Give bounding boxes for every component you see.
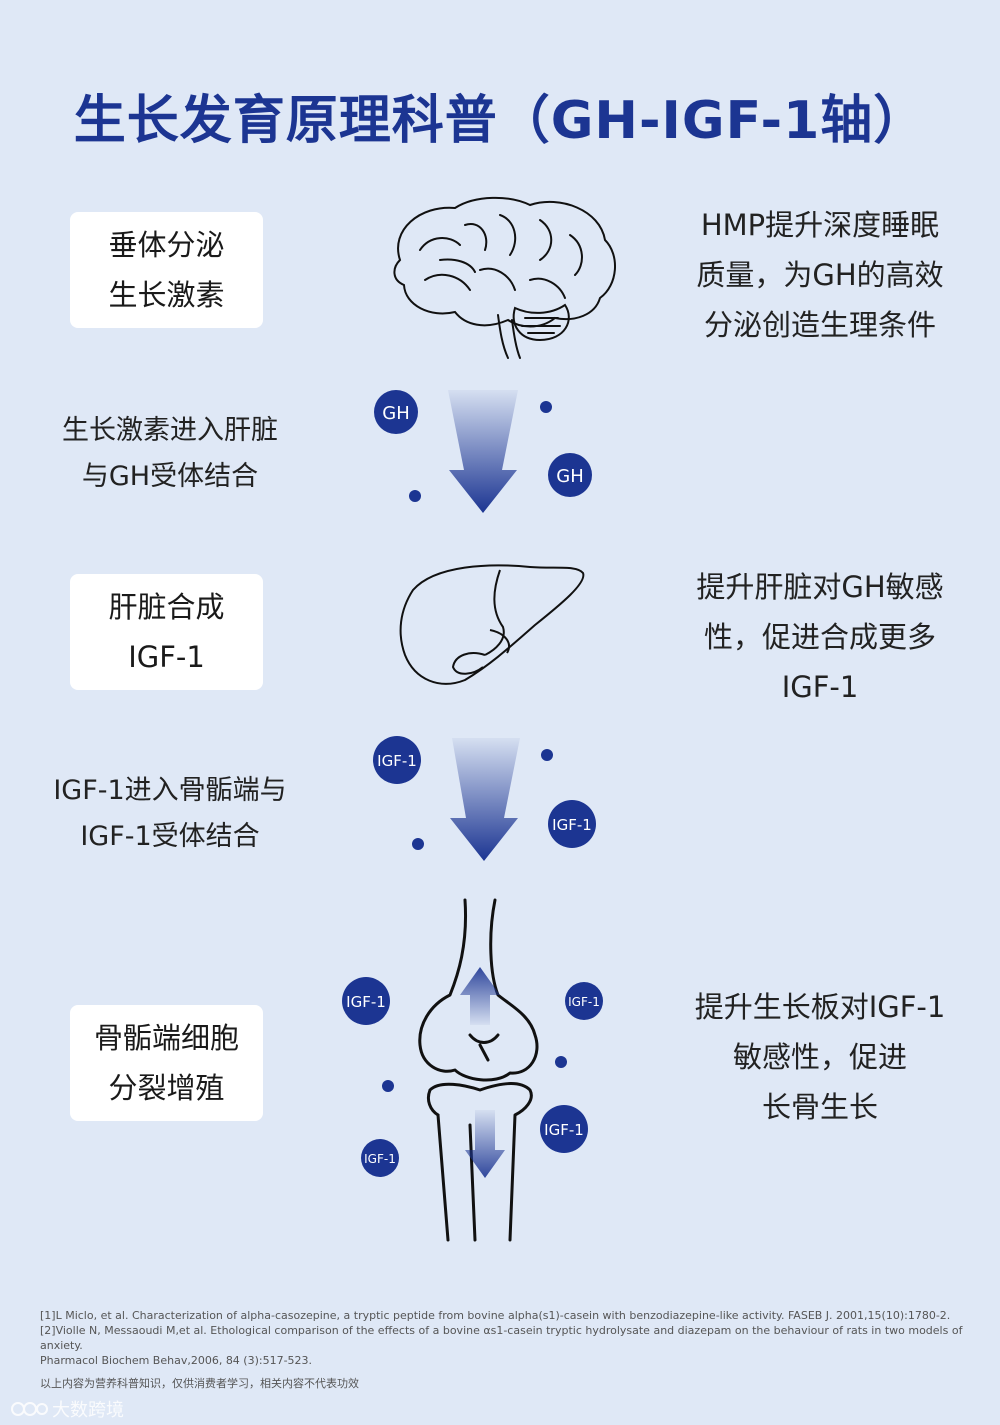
- effect-line: IGF-1: [781, 670, 859, 704]
- card-line: IGF-1: [128, 640, 205, 674]
- liver-icon: [399, 564, 585, 685]
- molecule-label: IGF-1: [544, 1121, 584, 1139]
- knee-bone-graphic: IGF-1 IGF-1 IGF-1 IGF-1: [342, 898, 603, 1242]
- card-line: 分裂增殖: [108, 1071, 225, 1105]
- down-arrow-icon: [450, 738, 520, 861]
- disclaimer: 以上内容为营养科普知识，仅供消费者学习，相关内容不代表功效: [40, 1377, 359, 1390]
- card-pituitary: 垂体分泌 生长激素: [70, 212, 263, 328]
- effect-line: 性，促进合成更多: [703, 620, 936, 654]
- brain-icon: [393, 196, 617, 359]
- gh-transport-graphic: GH GH: [374, 390, 592, 513]
- side-line: IGF-1受体结合: [80, 821, 260, 852]
- card-epiphysis: 骨骺端细胞 分裂增殖: [70, 1005, 263, 1121]
- igf-transport-graphic: IGF-1 IGF-1: [373, 736, 596, 861]
- molecule-label: IGF-1: [552, 816, 592, 834]
- effect-text-epiphysis: 提升生长板对IGF-1 敏感性，促进 长骨生长: [665, 982, 975, 1132]
- down-arrow-icon: [465, 1110, 505, 1178]
- effect-line: HMP提升深度睡眠: [700, 208, 940, 242]
- effect-line: 长骨生长: [761, 1090, 878, 1124]
- references: [1]L Miclo, et al. Characterization of a…: [40, 1308, 980, 1391]
- effect-text-pituitary: HMP提升深度睡眠 质量，为GH的高效 分泌创造生理条件: [670, 200, 970, 350]
- molecule-label: IGF-1: [346, 993, 386, 1011]
- watermark-text: 大数跨境: [52, 1400, 124, 1421]
- up-arrow-icon: [460, 967, 500, 1025]
- side-text-gh-liver: 生长激素进入肝脏 与GH受体结合: [20, 408, 320, 500]
- molecule-label: GH: [556, 466, 583, 487]
- effect-line: 敏感性，促进: [732, 1040, 907, 1074]
- side-line: 与GH受体结合: [81, 461, 259, 492]
- watermark-logo-icon: [11, 1402, 48, 1416]
- effect-line: 提升生长板对IGF-1: [694, 990, 946, 1024]
- card-line: 生长激素: [108, 278, 225, 312]
- side-line: IGF-1进入骨骺端与: [53, 775, 287, 806]
- reference-line: Pharmacol Biochem Behav,2006, 84 (3):517…: [40, 1354, 313, 1367]
- side-text-igf-epiphysis: IGF-1进入骨骺端与 IGF-1受体结合: [20, 768, 320, 860]
- molecule-label: IGF-1: [377, 752, 417, 770]
- card-line: 垂体分泌: [108, 228, 225, 262]
- page-title: 生长发育原理科普（GH-IGF-1轴）: [73, 91, 927, 151]
- molecule-label: IGF-1: [568, 995, 600, 1009]
- molecule-label: IGF-1: [364, 1152, 396, 1166]
- effect-line: 质量，为GH的高效: [696, 258, 944, 292]
- down-arrow-icon: [448, 390, 518, 513]
- side-line: 生长激素进入肝脏: [62, 415, 278, 446]
- effect-line: 分泌创造生理条件: [703, 308, 936, 342]
- watermark: 大数跨境: [10, 1396, 124, 1422]
- reference-line: [1]L Miclo, et al. Characterization of a…: [40, 1309, 951, 1322]
- reference-line: [2]Violle N, Messaoudi M,et al. Ethologi…: [40, 1324, 963, 1352]
- effect-text-liver: 提升肝脏对GH敏感 性，促进合成更多 IGF-1: [670, 562, 970, 712]
- molecule-label: GH: [382, 403, 409, 424]
- card-line: 骨骺端细胞: [93, 1021, 239, 1055]
- effect-line: 提升肝脏对GH敏感: [696, 570, 944, 604]
- card-liver: 肝脏合成 IGF-1: [70, 574, 263, 690]
- card-line: 肝脏合成: [108, 590, 225, 624]
